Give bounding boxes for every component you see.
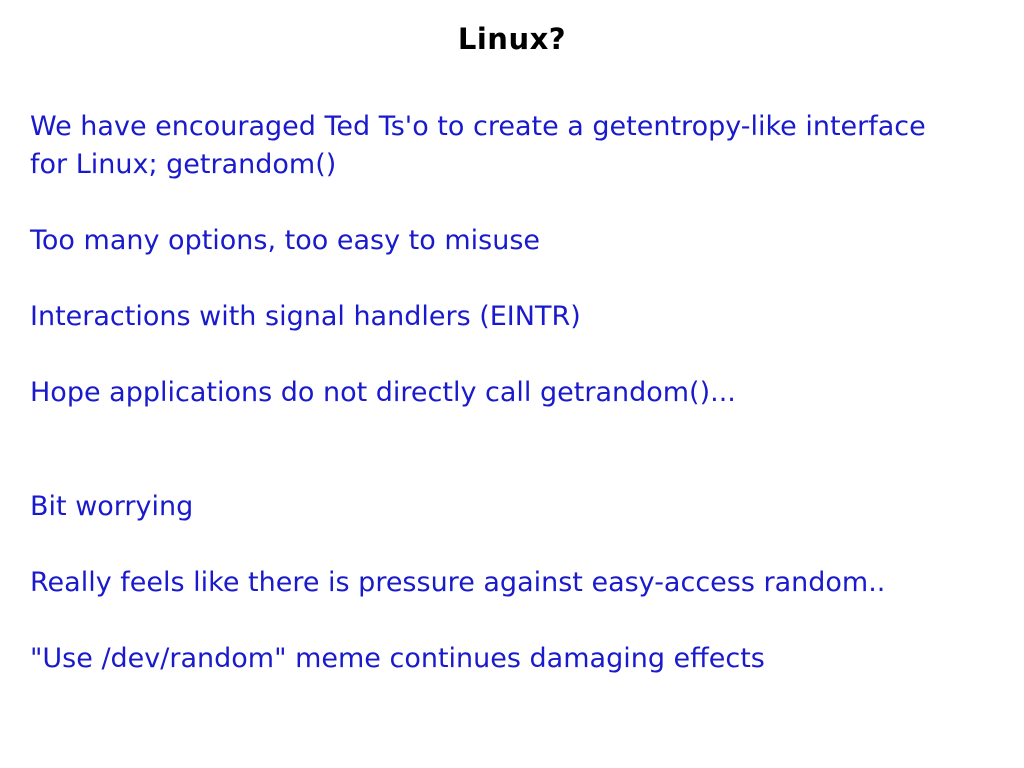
body-line: Hope applications do not directly call g… [30, 377, 736, 408]
body-line-blank [30, 260, 990, 298]
body-line-blank [30, 602, 990, 640]
slide-title: Linux? [457, 22, 567, 56]
body-line-blank [30, 336, 990, 374]
body-line-blank [30, 450, 990, 488]
body-line: Bit worrying [30, 491, 194, 522]
body-line: Interactions with signal handlers (EINTR… [30, 301, 581, 332]
body-line: Really feels like there is pressure agai… [30, 567, 886, 598]
body-line-blank [30, 412, 990, 450]
body-line-blank [30, 526, 990, 564]
body-line: We have encouraged Ted Ts'o to create a … [30, 111, 926, 142]
body-line-blank [30, 184, 990, 222]
slide-body: We have encouraged Ted Ts'o to create a … [30, 108, 990, 678]
body-line: "Use /dev/random" meme continues damagin… [30, 643, 765, 674]
body-line: Too many options, too easy to misuse [30, 225, 540, 256]
body-line: for Linux; getrandom() [30, 149, 337, 180]
